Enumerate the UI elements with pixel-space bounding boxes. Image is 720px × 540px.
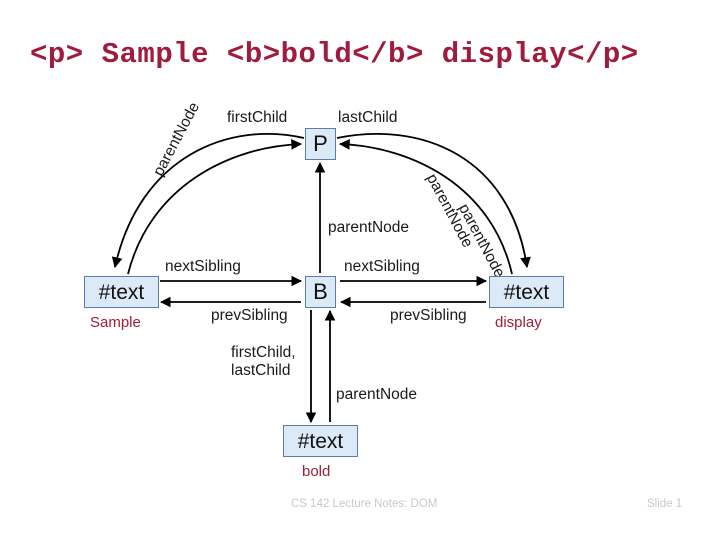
slide-footer: CS 142 Lecture Notes: DOM Slide 1 [0, 494, 720, 540]
edge-label-parentnode-center: parentNode [328, 219, 410, 236]
edge-label-lastchild-bottom-line2: lastChild [231, 361, 291, 379]
edge-p-firstchild-left [111, 133, 305, 269]
caption-sample: Sample [90, 314, 141, 331]
edge-left-parentnode-p [127, 139, 303, 275]
edge-label-prevsibling-left: prevSibling [211, 307, 288, 324]
footer-slide-number: Slide 1 [647, 498, 683, 510]
footer-course-label: CS 142 Lecture Notes: DOM [291, 498, 438, 510]
page-title: <p> Sample <b>bold</b> display</p> [30, 38, 639, 71]
edge-label-nextsibling-left: nextSibling [165, 258, 241, 275]
edge-p-lastchild-right [336, 132, 531, 269]
dom-relationship-diagram: P B #text #text #text Sample display bol… [0, 95, 720, 485]
edge-label-firstchild-bottom-line1: firstChild, [231, 344, 296, 361]
node-text-bold[interactable]: #text [283, 425, 358, 457]
edge-label-nextsibling-right: nextSibling [344, 258, 420, 275]
node-p[interactable]: P [305, 128, 336, 160]
node-text-display[interactable]: #text [489, 276, 564, 308]
caption-display: display [495, 314, 542, 331]
edge-label-firstchild-lastchild-bottom: firstChild, lastChild [231, 344, 296, 380]
edge-label-parentnode-bottom: parentNode [336, 386, 418, 403]
edge-label-firstchild-top: firstChild [227, 109, 288, 126]
edge-right-parentnode-p [338, 139, 513, 275]
node-b[interactable]: B [305, 276, 336, 308]
caption-bold: bold [302, 463, 331, 480]
node-text-sample[interactable]: #text [84, 276, 159, 308]
diagram-edges [111, 132, 531, 424]
edge-label-lastchild-top: lastChild [338, 109, 398, 126]
edge-label-prevsibling-right: prevSibling [390, 307, 467, 324]
